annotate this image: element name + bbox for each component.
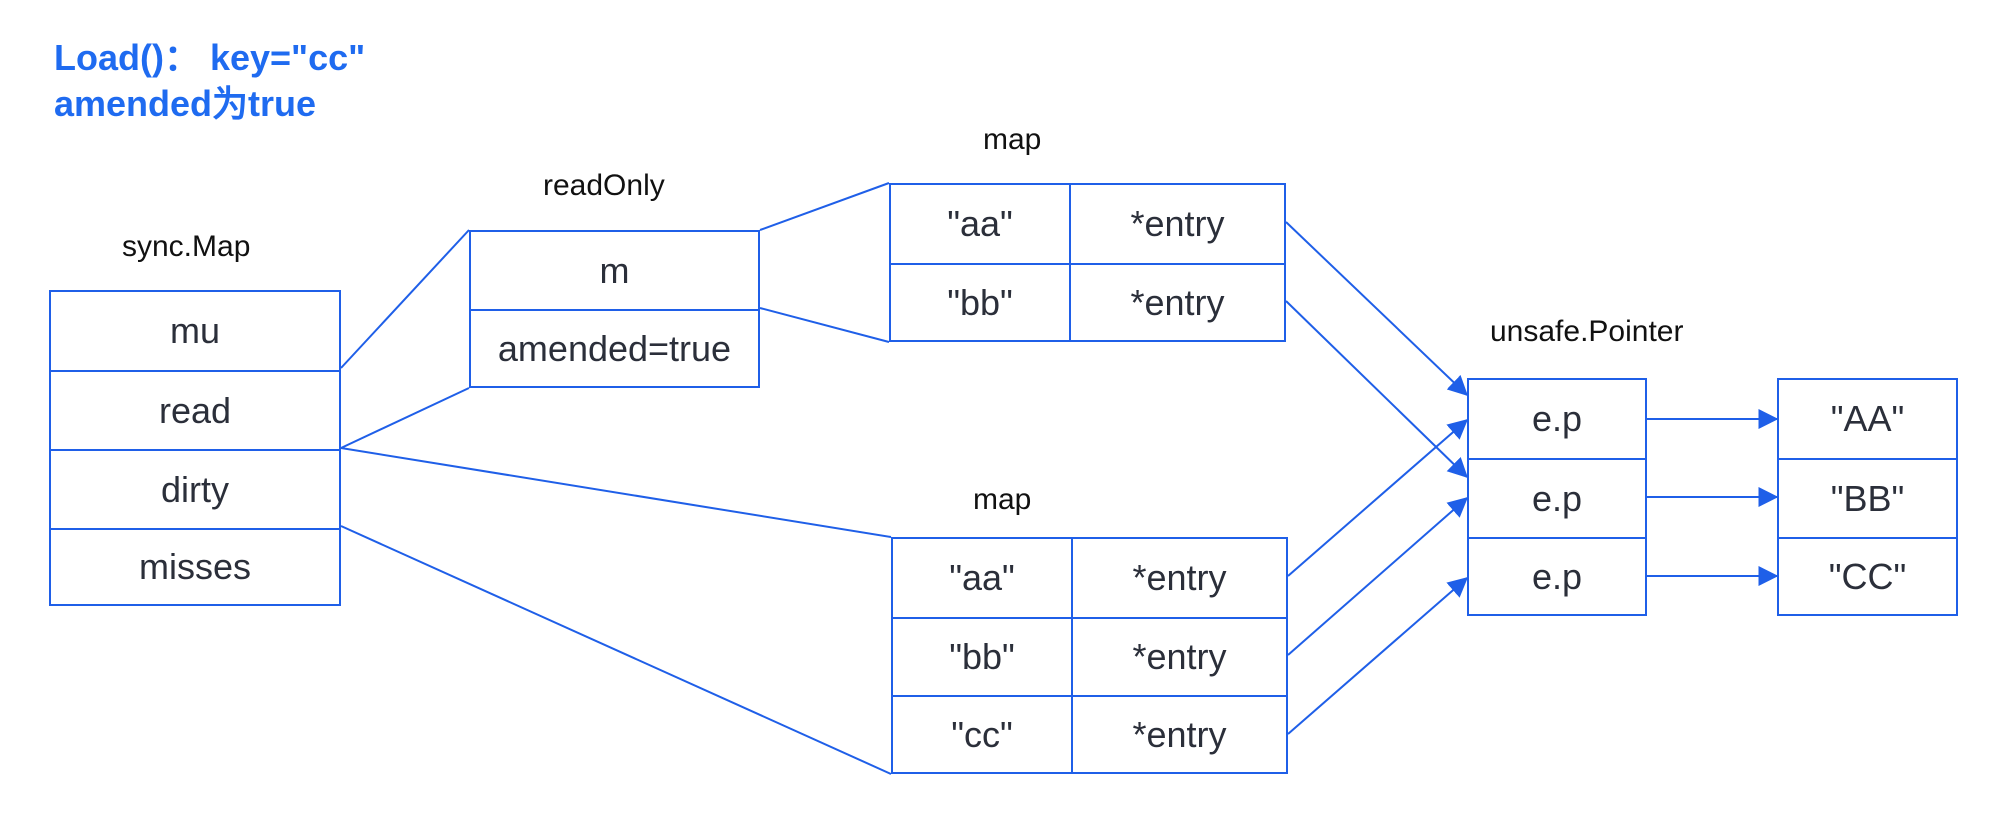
read-to-readonly-top [340,229,470,369]
divider [1069,185,1071,340]
syncmap-field-misses: misses [138,546,251,587]
syncmap-field-read: read [158,389,232,431]
readonly-box: m amended=true [469,230,760,388]
read-bb-arrow [1285,300,1469,478]
divider [1779,537,1956,539]
note-line-2: amended为true [54,83,317,124]
divider [891,263,1284,265]
values-box: "AA" "BB" "CC" [1777,378,1958,616]
dirty-map-key-aa: "aa" [949,557,1015,598]
divider [51,449,339,451]
m-to-map-top [759,182,890,231]
divider [1469,537,1645,539]
pointer-field: e.p [1531,477,1583,519]
read-map-title: map [983,123,1042,156]
dirty-bb-arrow [1287,497,1469,656]
dirty-map-key-cc: "cc" [951,713,1013,755]
dirty-map-value-bb: *entry [1132,636,1227,677]
divider [471,309,758,311]
readonly-title: readOnly [543,169,665,202]
read-map-key-aa: "aa" [947,203,1013,244]
read-map-box: "aa" *entry "bb" *entry [889,183,1286,342]
divider [1071,539,1073,772]
dirty-to-map-bottom [340,525,892,775]
read-aa-arrow [1285,221,1469,396]
syncmap-field-dirty: dirty [160,468,229,510]
read-map-key-bb: "bb" [947,281,1013,323]
dirty-map-title: map [973,483,1032,516]
divider [893,695,1286,697]
value-BB: "BB" [1830,477,1905,519]
divider [51,528,339,530]
readonly-field-amended: amended=true [497,327,732,369]
pointer-box: e.p e.p e.p [1467,378,1647,616]
read-map-value-bb: *entry [1130,281,1225,323]
divider [51,370,339,372]
syncmap-title: sync.Map [122,230,251,263]
pointer-field: e.p [1531,398,1583,439]
divider [1779,458,1956,460]
dirty-cc-arrow [1287,577,1469,735]
syncmap-box: mu read dirty misses [49,290,341,606]
note-line-1: Load()： key="cc" [54,37,366,78]
readonly-field-m: m [599,249,630,291]
pointer-field: e.p [1531,555,1583,597]
dirty-aa-arrow [1287,419,1469,577]
read-map-value-aa: *entry [1130,203,1225,244]
value-CC: "CC" [1828,555,1907,597]
syncmap-field-mu: mu [169,310,220,351]
m-to-map-bottom [759,307,890,343]
pointer-title: unsafe.Pointer [1490,315,1684,348]
dirty-map-value-cc: *entry [1132,713,1227,755]
dirty-map-value-aa: *entry [1132,557,1227,598]
value-AA: "AA" [1830,398,1905,439]
dirty-to-map-top [340,447,892,538]
read-to-readonly-bottom [340,387,470,449]
divider [893,617,1286,619]
dirty-map-key-bb: "bb" [949,636,1015,677]
dirty-map-box: "aa" *entry "bb" *entry "cc" *entry [891,537,1288,774]
divider [1469,458,1645,460]
